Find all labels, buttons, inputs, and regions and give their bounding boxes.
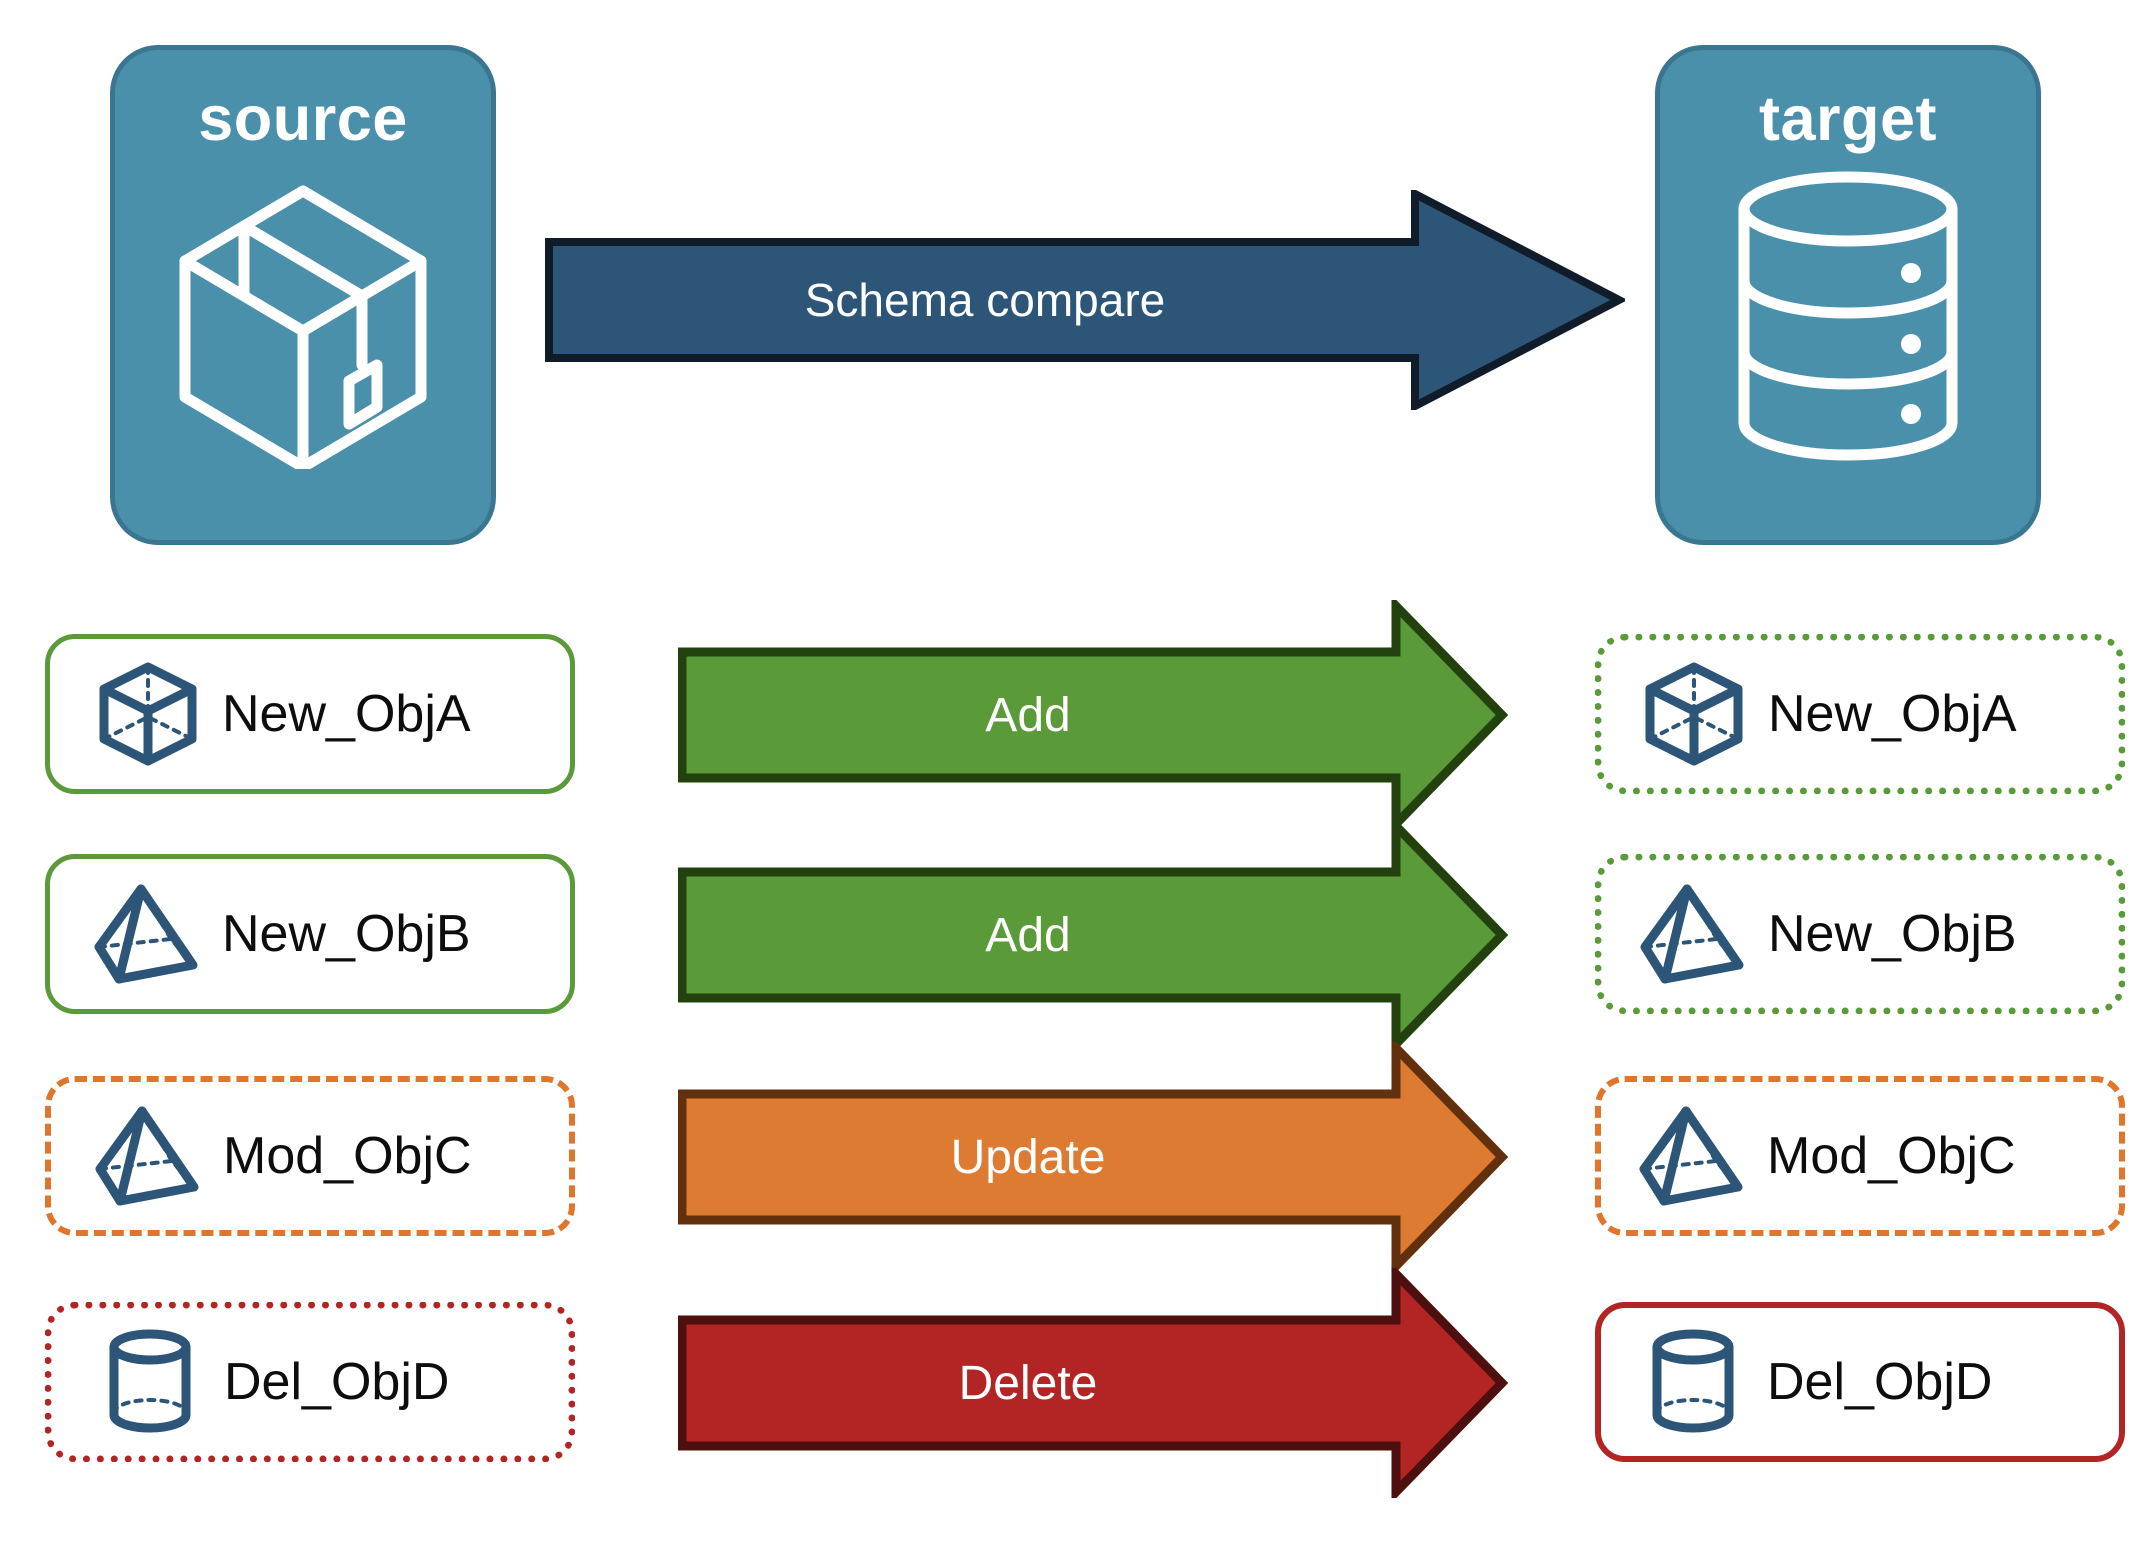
source-object-label: New_ObjA [222,685,471,743]
target-object-card[interactable]: Del_ObjD [1595,1302,2125,1462]
target-object-card[interactable]: New_ObjB [1595,854,2125,1014]
cylinder-wireframe-icon [1633,1327,1753,1437]
schema-compare-arrow[interactable]: Schema compare [545,187,1628,413]
target-object-label: Mod_ObjC [1767,1127,2016,1185]
cube-wireframe-icon [1634,659,1754,769]
source-object-card[interactable]: New_ObjB [45,854,575,1014]
pyramid-wireframe-icon [1633,1101,1753,1211]
action-arrow-add[interactable]: Add [677,594,1509,836]
source-endpoint-card[interactable]: source [110,45,496,545]
pyramid-wireframe-icon [89,1101,209,1211]
source-title: source [198,84,408,154]
action-arrow-update[interactable]: Update [677,1036,1509,1278]
diff-row: New_ObjA Add [0,594,2150,836]
diff-row: Mod_ObjC Update [0,1036,2150,1278]
source-object-label: Del_ObjD [224,1353,450,1411]
target-title: target [1758,84,1938,154]
source-object-label: New_ObjB [222,905,471,963]
target-endpoint-card[interactable]: target [1655,45,2041,545]
action-arrow-add[interactable]: Add [677,814,1509,1056]
action-arrow-delete[interactable]: Delete [677,1262,1509,1504]
diff-row: New_ObjB Add Ne [0,814,2150,1056]
action-arrow-label: Delete [958,1356,1098,1410]
database-cylinder-icon [1728,169,1968,474]
source-object-label: Mod_ObjC [223,1127,472,1185]
package-box-icon [163,169,443,474]
source-object-card[interactable]: Mod_ObjC [45,1076,575,1236]
pyramid-wireframe-icon [88,879,208,989]
action-arrow-label: Update [950,1130,1106,1184]
target-object-card[interactable]: New_ObjA [1595,634,2125,794]
target-object-card[interactable]: Mod_ObjC [1595,1076,2125,1236]
cylinder-wireframe-icon [90,1327,210,1437]
target-object-label: New_ObjB [1768,905,2017,963]
source-object-card[interactable]: Del_ObjD [45,1302,575,1462]
target-object-label: New_ObjA [1768,685,2017,743]
schema-compare-label: Schema compare [804,274,1166,326]
diff-row: Del_ObjD Delete Del_ObjD [0,1262,2150,1504]
target-object-label: Del_ObjD [1767,1353,1993,1411]
cube-wireframe-icon [88,659,208,769]
source-object-card[interactable]: New_ObjA [45,634,575,794]
action-arrow-label: Add [985,688,1071,742]
action-arrow-label: Add [985,908,1071,962]
pyramid-wireframe-icon [1634,879,1754,989]
